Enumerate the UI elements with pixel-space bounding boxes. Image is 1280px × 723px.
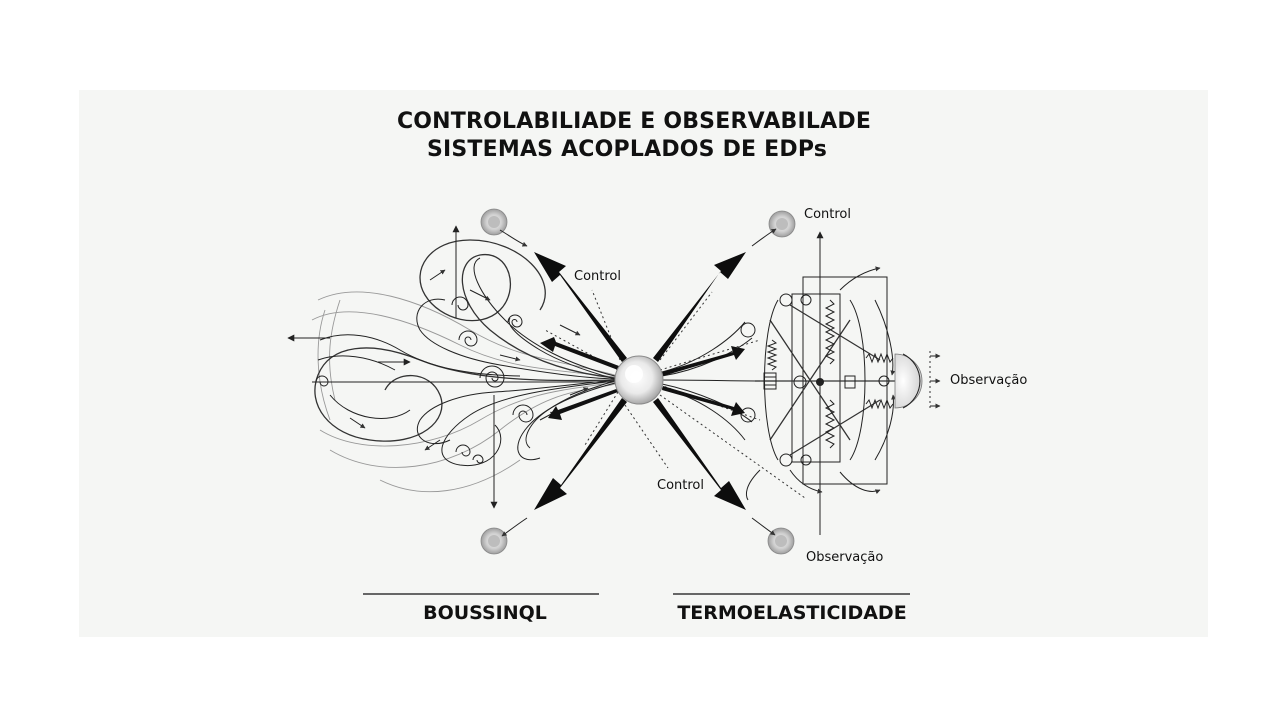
node-top-right bbox=[751, 210, 796, 247]
control-arrows bbox=[534, 252, 746, 510]
boussinesq-flow-illustration bbox=[287, 225, 616, 509]
observation-label-right: Observação bbox=[950, 373, 1027, 388]
control-label-left: Control bbox=[574, 269, 621, 284]
node-bottom-left bbox=[480, 517, 528, 555]
observation-label-bottom: Observação bbox=[806, 550, 883, 565]
left-section-title: BOUSSINQL bbox=[423, 602, 547, 624]
thermoelasticity-mechanics-illustration bbox=[740, 231, 941, 535]
right-section-title: TERMOELASTICIDADE bbox=[677, 602, 906, 624]
central-connections bbox=[540, 289, 806, 499]
title-line-1: CONTROLABILIADE E OBSERVABILADE bbox=[397, 109, 871, 134]
node-top-left bbox=[480, 208, 528, 247]
title-line-2: SISTEMAS ACOPLADOS DE EDPs bbox=[427, 137, 827, 162]
node-bottom-right bbox=[751, 517, 795, 555]
control-label-top-right: Control bbox=[804, 207, 851, 222]
control-label-bottom-center: Control bbox=[657, 478, 704, 493]
